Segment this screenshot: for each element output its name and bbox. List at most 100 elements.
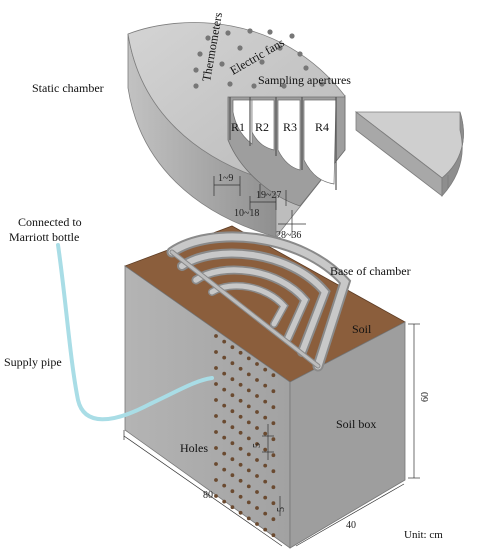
soil-box-hole — [271, 485, 276, 490]
soil-box-hole — [238, 382, 243, 387]
soil-box-hole — [222, 355, 227, 360]
soil-box-hole — [230, 473, 235, 478]
connected-to-label-line2: Marriott bottle — [9, 230, 79, 244]
soil-box-hole — [271, 469, 276, 474]
soil-box-hole — [238, 414, 243, 419]
soil-box-hole — [230, 489, 235, 494]
soil-box-hole — [222, 339, 227, 344]
soil-box-hole — [246, 404, 251, 409]
sampling-apertures-label: Sampling apertures — [258, 73, 351, 87]
range-r2-label: 10~18 — [234, 208, 259, 219]
soil-box-hole — [222, 387, 227, 392]
soil-box-hole — [263, 431, 268, 436]
soil-box-hole — [214, 494, 218, 498]
height-dimension: 60 — [420, 392, 431, 402]
soil-box-hole — [246, 516, 251, 521]
soil-box-hole — [246, 468, 251, 473]
soil-box-hole — [255, 362, 259, 366]
soil-box-hole — [255, 410, 259, 414]
soil-box-hole — [263, 479, 268, 484]
soil-box-hole — [214, 462, 218, 466]
holes-label: Holes — [180, 441, 208, 455]
static-chamber-label: Static chamber — [32, 81, 104, 95]
soil-box-hole — [246, 436, 251, 441]
chamber-wedge-piece — [354, 111, 464, 198]
soil-box-hole — [214, 382, 218, 386]
soil-box-hole — [222, 451, 227, 456]
soil-label: Soil — [352, 322, 372, 336]
soil-box-hole — [246, 484, 251, 489]
soil-box-holes — [214, 334, 276, 538]
soil-box-hole — [230, 505, 235, 510]
supply-pipe-label: Supply pipe — [4, 355, 62, 369]
soil-box-hole — [230, 457, 235, 462]
soil-box-hole — [230, 393, 235, 398]
soil-box-hole — [222, 371, 227, 376]
soil-box-hole — [255, 506, 259, 510]
chamber-top-holes — [193, 28, 325, 89]
soil-box-hole — [271, 373, 276, 378]
soil-box-hole — [238, 494, 243, 499]
soil-box-hole — [263, 447, 268, 452]
soil-box-hole — [222, 483, 227, 488]
soil-box-hole — [214, 446, 218, 450]
chamber-base-rings — [166, 231, 352, 372]
soil-box-hole — [263, 367, 268, 372]
soil-box-hole — [222, 403, 227, 408]
base-of-chamber-label: Base of chamber — [330, 264, 411, 278]
static-chamber — [127, 22, 346, 239]
soil-box-hole — [263, 495, 268, 500]
soil-box-hole — [263, 511, 268, 516]
soil-box-hole — [238, 478, 243, 483]
soil-box-hole — [230, 425, 235, 430]
soil-box-hole — [230, 377, 235, 382]
soil-box-hole — [246, 500, 251, 505]
soil-box-hole — [230, 409, 235, 414]
soil-box-hole — [214, 334, 218, 338]
soil-box — [124, 225, 406, 549]
soil-box-hole — [238, 398, 243, 403]
soil-box-hole — [246, 372, 251, 377]
soil-box-hole — [255, 426, 259, 430]
soil-box-hole — [230, 441, 235, 446]
hole-spacing-dimension: 5 — [252, 443, 263, 448]
soil-box-hole — [230, 345, 235, 350]
soil-box-hole — [263, 383, 268, 388]
soil-box-hole — [238, 366, 243, 371]
soil-box-hole — [271, 501, 276, 506]
soil-box-hole — [271, 405, 276, 410]
chamber-dimension-lines — [213, 176, 306, 238]
soil-box-right-face — [289, 321, 406, 549]
soil-box-hole — [271, 453, 276, 458]
soil-box-hole — [255, 474, 259, 478]
ring-label-r4: R4 — [315, 120, 329, 134]
soil-box-hole — [238, 462, 243, 467]
width-dimension: 40 — [346, 520, 356, 531]
soil-box-hole — [255, 490, 259, 494]
soil-box-hole — [271, 437, 276, 442]
soil-box-hole — [222, 499, 227, 504]
soil-box-dimension-lines — [123, 323, 420, 547]
soil-box-hole — [263, 399, 268, 404]
soil-box-hole — [246, 420, 251, 425]
soil-box-hole — [230, 361, 235, 366]
unit-label: Unit: cm — [404, 529, 443, 541]
soil-box-hole — [214, 478, 218, 482]
connected-to-label-line1: Connected to — [18, 215, 82, 229]
soil-box-hole — [214, 398, 218, 402]
soil-box-hole — [246, 356, 251, 361]
soil-box-hole — [246, 452, 251, 457]
soil-box-hole — [222, 467, 227, 472]
ring-gap-2 — [251, 99, 275, 151]
ring-gap-3 — [277, 99, 301, 171]
soil-box-hole — [238, 510, 243, 515]
ring-label-r2: R2 — [255, 120, 269, 134]
soil-box-hole — [255, 458, 259, 462]
soil-box-hole — [255, 394, 259, 398]
soil-box-hole — [255, 378, 259, 382]
soil-box-hole — [263, 463, 268, 468]
soil-box-hole — [238, 446, 243, 451]
range-r4-label: 28~36 — [276, 230, 301, 241]
